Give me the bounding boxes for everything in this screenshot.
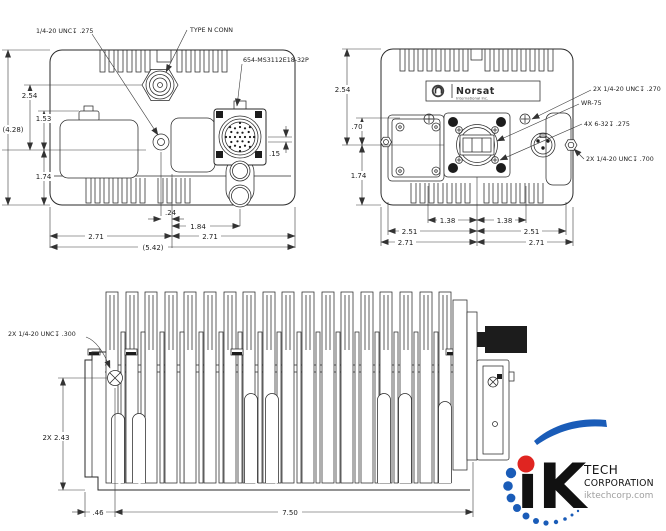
dim-1-84: 1.84 [190,223,206,231]
callout-ms3112: 654-MS3112E18-32P [243,57,309,64]
dim-2-54: 2.54 [22,92,38,100]
dim-rear-1-38-left: 1.38 [440,217,456,225]
callout-unc-700: 2X 1/4-20 UNC↧ .700 [586,156,654,163]
dim-1-74: 1.74 [36,173,52,181]
dim-1-53: 1.53 [36,115,52,123]
waveguide-aperture [459,134,495,156]
dim-rear-1-74: 1.74 [351,172,367,180]
callout-unc-270: 2X 1/4-20 UNC↧ .270 [593,86,661,93]
dim-2-71-right: 2.71 [202,233,218,241]
type-n-side-stem [477,332,485,347]
ik-corporation-text: CORPORATION [584,478,654,489]
dim-rear-0-70: .70 [351,123,362,131]
dim-0-24: .24 [165,209,177,217]
side-hex-bolts [380,136,578,151]
dim-overall-height: (4.28) [2,126,23,134]
norsat-badge: Norsat International Inc. [425,80,541,102]
ik-website-text: iktechcorp.com [584,491,653,501]
connector-pins [224,121,256,153]
dim-side-offset: .46 [92,509,104,517]
type-n-side-connector [485,326,527,353]
dim-rear-2-71-left: 2.71 [398,239,414,247]
rear-dimensions: 2.54 .70 1.74 1.38 1.38 2.51 2.51 2.71 2… [332,48,574,247]
side-mount-screw [107,370,123,386]
dim-rear-2-51-left: 2.51 [402,228,418,236]
dim-2-71-left: 2.71 [88,233,104,241]
dim-0-15: .15 [269,150,280,158]
rear-left-plate [387,114,445,182]
rear-top-screws [423,113,531,125]
dim-side-width: 7.50 [282,509,298,517]
ik-red-dot-icon [517,455,535,473]
front-bottom-heatsink-fins [85,178,191,204]
callout-type-n: TYPE N CONN [189,27,233,34]
rear-top-heatsink-fins [399,49,554,72]
callout-thread-275: 1/4-20 UNC↧ .275 [36,28,93,35]
front-mount-screw [152,133,170,151]
side-right-assembly [452,299,527,471]
side-waveguide-flange [476,359,510,461]
dim-rear-1-38-right: 1.38 [497,217,513,225]
ik-swoosh-icon [534,419,607,445]
callout-unc-300: 2X 1/4-20 UNC↧ .300 [8,331,76,338]
ik-tech-logo: iK TECH CORPORATION iktechcorp.com [503,419,654,526]
power-connector [530,132,556,158]
ik-tech-text: TECH [583,463,618,477]
waveguide-screws [455,126,499,164]
dim-side-height: 2X 2.43 [42,434,69,442]
wr75-waveguide [443,112,511,178]
ik-dot-arc-icon [503,467,580,526]
dim-rear-2-71-right: 2.71 [529,239,545,247]
norsat-brand-tagline: International Inc. [456,96,488,101]
side-view: 2X 2.43 .46 7.50 2X 1/4-20 UNC↧ .300 [8,291,527,517]
norsat-brand-name: Norsat [456,86,495,97]
rear-bottom-heatsink-fins [410,183,544,204]
side-dimensions: 2X 2.43 .46 7.50 [40,377,474,517]
side-heatsink-fins [87,291,459,484]
front-dimensions: (4.28) 2.54 1.53 1.74 .15 .24 1.84 2.71 … [1,49,296,252]
side-callouts: 2X 1/4-20 UNC↧ .300 [8,331,111,369]
rear-callouts: 2X 1/4-20 UNC↧ .270 WR-75 4X 6-32↧ .275 … [496,86,661,163]
front-callouts: 1/4-20 UNC↧ .275 TYPE N CONN 654-MS3112E… [36,27,309,136]
callout-wr75: WR-75 [581,100,602,107]
front-pockets [59,105,216,179]
side-left-flange [84,351,470,491]
rear-view: Norsat International Inc. [332,48,661,247]
front-view: (4.28) 2.54 1.53 1.74 .15 .24 1.84 2.71 … [1,27,309,252]
dim-rear-2-54: 2.54 [335,86,351,94]
dim-rear-2-51-right: 2.51 [524,228,540,236]
callout-632-275: 4X 6-32↧ .275 [584,121,630,128]
ms3112-connector [213,100,267,208]
front-top-heatsink-fins [99,50,228,73]
dim-overall-width: (5.42) [142,244,163,252]
